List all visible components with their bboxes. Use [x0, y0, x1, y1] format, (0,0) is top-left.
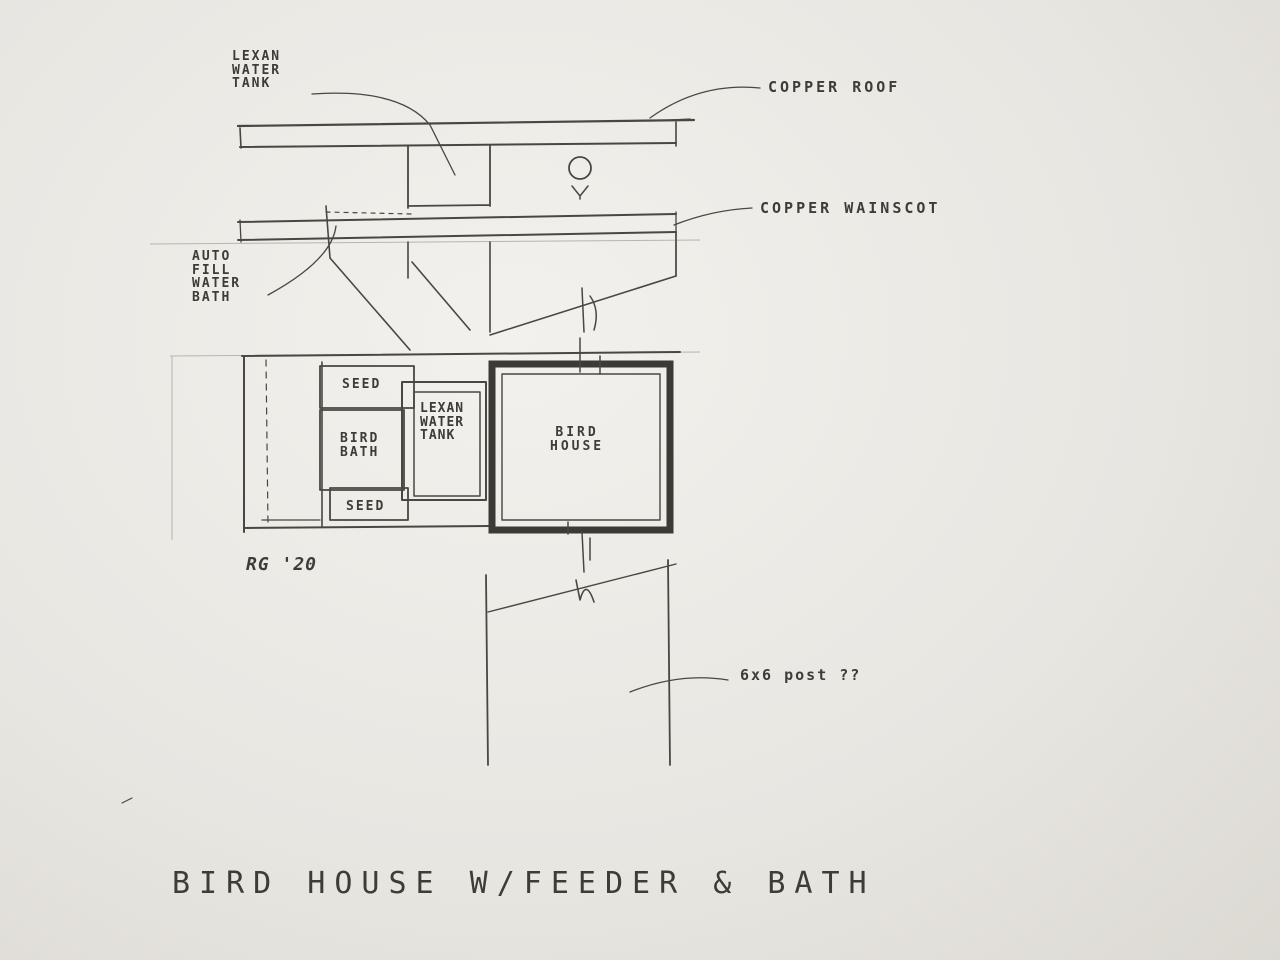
- label-auto-fill-water-bath: AUTO FILL WATER BATH: [192, 250, 241, 305]
- bottom-spigot-detail: [575, 579, 595, 603]
- wainscot-dashed-line: [325, 211, 413, 215]
- elevation-view: [149, 118, 701, 351]
- elevation-diagonals: [329, 257, 677, 351]
- lexan-tank-plan-outer: [401, 381, 487, 501]
- leader-post: [629, 677, 729, 693]
- wainscot-top-line: [237, 213, 677, 223]
- label-copper-wainscot: COPPER WAINSCOT: [760, 199, 941, 217]
- leader-lexan-tank: [311, 92, 456, 176]
- leader-copper-wainscot: [673, 207, 753, 226]
- bird-bath-compartment: [319, 409, 405, 491]
- post-diagonal: [487, 563, 677, 613]
- label-seed-top: SEED: [342, 377, 382, 392]
- label-line: TANK: [232, 76, 272, 92]
- label-lexan-water-tank-plan: LEXAN WATER TANK: [420, 402, 464, 443]
- label-line: HOUSE: [550, 438, 605, 454]
- bird-house-plan-wall: [488, 360, 674, 534]
- label-bird-bath: BIRD BATH: [340, 432, 379, 459]
- seed-compartment-bottom: [329, 487, 409, 521]
- plan-outer-frame: [241, 351, 681, 533]
- wainscot-bottom-line: [237, 231, 677, 241]
- label-6x6-post: 6x6 post ??: [740, 666, 862, 684]
- water-tank-box: [407, 144, 491, 209]
- label-line: BIRD: [555, 425, 599, 440]
- label-line: BIRD: [340, 431, 380, 446]
- label-line: LEXAN: [232, 49, 282, 64]
- label-line: LEXAN: [420, 401, 465, 416]
- leader-copper-roof: [649, 86, 761, 119]
- bird-house-plan-inner: [501, 373, 661, 521]
- bird-house-top-marks: [579, 337, 601, 375]
- post-right-line: [667, 559, 671, 766]
- leader-water-bath: [267, 225, 337, 296]
- roof-top-line: [236, 118, 696, 128]
- bird-house-entry-hole: [568, 156, 592, 180]
- label-line: FILL: [192, 262, 232, 278]
- lexan-tank-plan-inner: [413, 391, 481, 497]
- label-line: WATER: [232, 62, 282, 78]
- elevation-legs: [325, 205, 677, 333]
- label-line: BATH: [192, 289, 232, 305]
- seed-compartment-top: [319, 365, 415, 409]
- label-line: BATH: [340, 444, 380, 460]
- stray-mark: [121, 797, 133, 804]
- label-line: TANK: [420, 428, 456, 444]
- roof-overhang-mark: [649, 118, 691, 122]
- spigot-detail: [581, 287, 597, 333]
- plan-construction-lines: [169, 351, 701, 540]
- label-seed-bottom: SEED: [346, 499, 386, 514]
- label-lexan-water-tank: LEXAN WATER TANK: [232, 50, 281, 91]
- label-copper-roof: COPPER ROOF: [768, 78, 901, 96]
- label-line: AUTO: [192, 249, 232, 264]
- roof-left-edge: [239, 127, 242, 149]
- plan-dashed-edge: [265, 359, 269, 527]
- bird-house-bottom-marks: [567, 521, 591, 573]
- post-left-line: [485, 574, 489, 766]
- signature: RG '20: [246, 554, 318, 575]
- sketch-title: BIRD HOUSE W/FEEDER & BATH: [172, 866, 876, 901]
- label-line: WATER: [420, 414, 465, 430]
- roof-bottom-line: [239, 142, 677, 148]
- bird-perch: [571, 185, 589, 200]
- construction-line: [149, 239, 701, 245]
- plan-view: [169, 337, 701, 603]
- label-bird-house: BIRD HOUSE: [550, 426, 604, 453]
- label-line: WATER: [192, 276, 242, 292]
- post-elevation: [485, 559, 729, 766]
